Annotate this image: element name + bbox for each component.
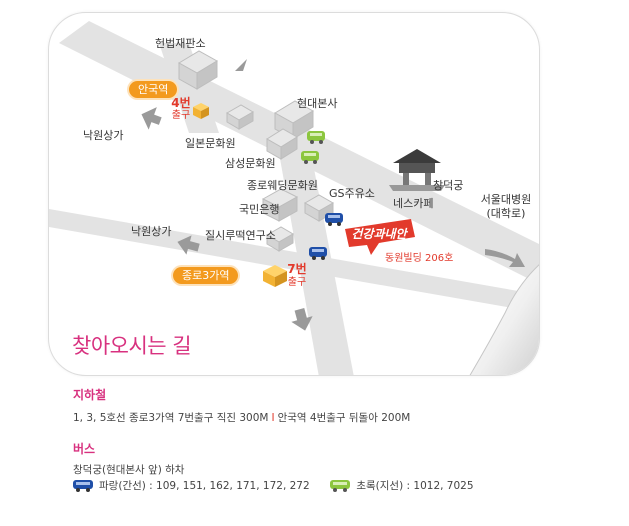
label-seoul-hospital-sub: (대학로) [486,207,526,220]
building-court [178,50,218,90]
label-gs: GS주유소 [329,187,375,200]
exit-box-anguk [193,103,209,119]
map-card: 건강과내안 헌법재판소 안국역 4번 출구 현대본사 낙원상가 일본문화원 삼성… [48,12,540,376]
bus-title: 버스 [73,442,96,456]
green-bus-icon [330,480,351,492]
building-samsung [266,128,298,160]
arrow-east [485,249,525,267]
arrow-west-top [141,107,162,130]
label-nescafe: 네스카페 [393,197,434,210]
bus-blue-2 [309,247,327,260]
arrow-west-bottom [177,235,200,255]
label-sirutteok: 질시루떡연구소 [205,229,276,242]
destination-marker: 건강과내안 [345,219,415,255]
anguk-exit-number: 4번 [171,96,191,110]
label-ilbon: 일본문화원 [185,137,236,150]
building-sirutteok [266,226,294,252]
label-nakwon-top: 낙원상가 [83,129,124,142]
page-title: 찾아오시는 길 [72,334,192,358]
destination-logo-text: 건강과내안 [351,227,408,241]
arrow-south [291,308,313,331]
label-destination-building: 동원빌딩 206호 [385,253,454,264]
bus-green-1 [307,131,325,144]
building-wedding [261,188,299,222]
page-curl [470,264,539,375]
subway-route-1: 1, 3, 5호선 종로3가역 7번출구 직진 300M [73,412,269,424]
building-ilbon [226,104,254,130]
blue-bus-icon [73,480,93,492]
bus-green-2 [301,151,319,164]
label-hyundai: 현대본사 [297,97,338,110]
jongro3-exit-number: 7번 [287,262,307,276]
map-drawing: 건강과내안 [49,21,539,375]
label-court: 헌법재판소 [155,37,206,50]
station-anguk[interactable]: 안국역 [129,81,178,98]
label-kookmin: 국민은행 [239,203,280,216]
label-seoul-hospital: 서울대병원 [480,193,532,206]
station-jongro3[interactable]: 종로3가역 [173,267,239,284]
bus-blue-routes: 파랑(간선) : 109, 151, 162, 171, 172, 272 [99,480,310,492]
subway-separator: I [271,412,275,424]
jongro3-exit-label: 출구 [287,277,307,288]
arrow-northeast [235,59,254,71]
building-gs [303,194,335,222]
anguk-exit-label: 출구 [171,110,191,121]
subway-route-2: 안국역 4번출구 뒤돌아 200M [277,412,411,424]
road-lower [49,209,539,313]
bus-green-routes: 초록(지선) : 1012, 7025 [356,480,474,492]
label-samsung: 삼성문화원 [225,157,276,170]
bus-blue-1 [325,213,343,226]
label-nakwon-bottom: 낙원상가 [131,225,172,238]
exit-box-jongro3 [263,265,287,287]
road-center [279,153,354,375]
label-changdeokgung: 창덕궁 [433,179,464,192]
subway-title: 지하철 [73,388,107,402]
bus-routes: 파랑(간선) : 109, 151, 162, 171, 172, 272 초록… [73,478,474,493]
bus-stop: 창덕궁(현대본사 앞) 하차 [73,464,185,476]
palace-icon [389,149,445,191]
label-wedding: 종로웨딩문화원 [247,179,318,192]
